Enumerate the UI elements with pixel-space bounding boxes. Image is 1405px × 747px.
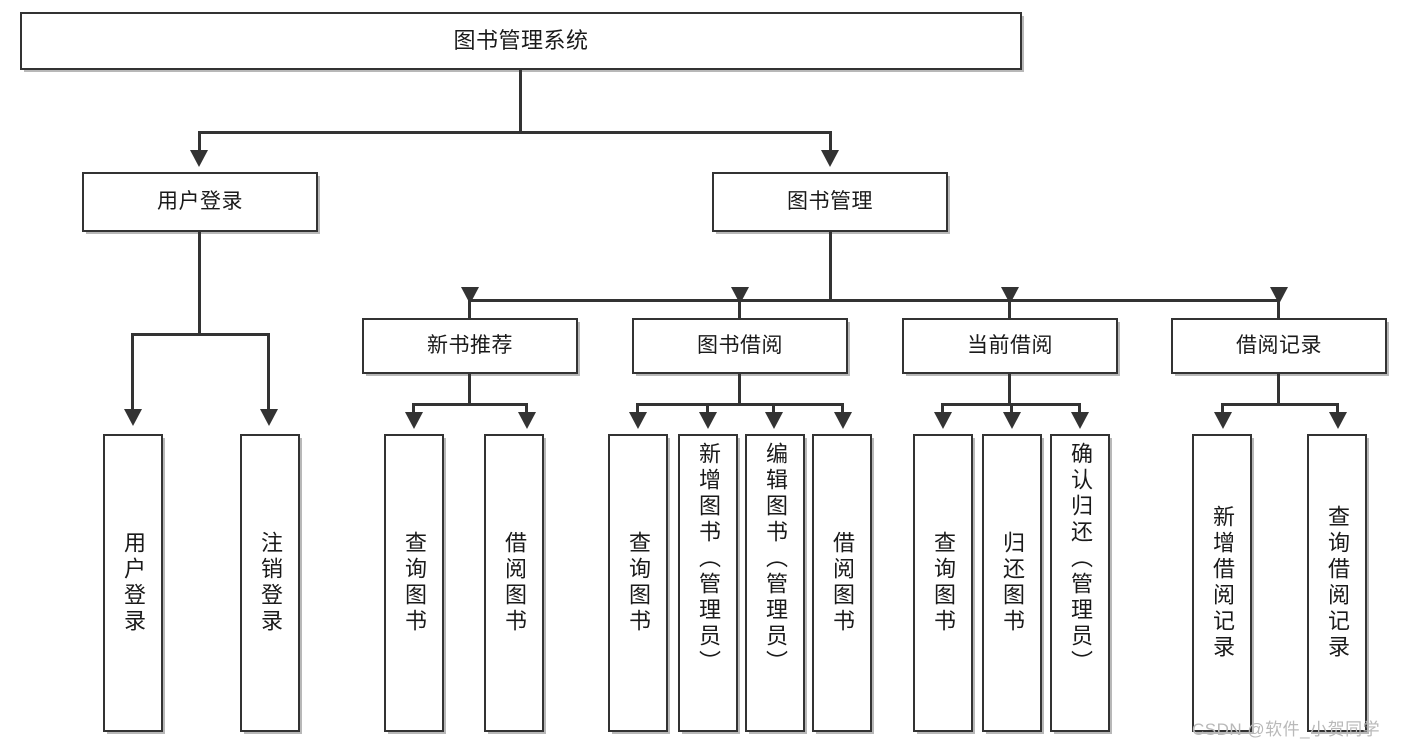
connector-nbr-to-leaf-2 — [525, 403, 528, 415]
arrowhead-book-management — [821, 150, 839, 167]
connector-bb-stem — [738, 374, 741, 405]
connector-bb-to-leaf-1 — [636, 403, 639, 415]
connector-bm-to-book-borrow — [738, 299, 741, 319]
node-label: 新增借阅记录 — [1210, 505, 1235, 661]
connector-br-to-leaf-1 — [1221, 403, 1224, 415]
node-user-login[interactable]: 用户登录 — [82, 172, 318, 232]
arrowhead-leaf-query-book-3 — [934, 412, 952, 429]
node-leaf-user-login[interactable]: 用户登录 — [103, 434, 163, 732]
node-label: 归还图书 — [1000, 531, 1025, 635]
connector-bb-bus — [636, 403, 844, 406]
node-label: 确认归还（管理员） — [1068, 442, 1093, 676]
node-label: 查询图书 — [931, 531, 956, 635]
connector-user-login-bus — [131, 333, 270, 336]
node-leaf-add-record[interactable]: 新增借阅记录 — [1192, 434, 1252, 732]
connector-root-stem — [519, 70, 522, 133]
node-label: 当前借阅 — [967, 333, 1053, 357]
arrowhead-leaf-edit-book — [765, 412, 783, 429]
connector-bm-to-new-book-recommend — [468, 299, 471, 319]
node-leaf-borrow-book-2[interactable]: 借阅图书 — [812, 434, 872, 732]
node-label: 图书管理 — [787, 189, 873, 213]
arrowhead-leaf-query-record — [1329, 412, 1347, 429]
connector-br-stem — [1277, 374, 1280, 405]
node-book-management[interactable]: 图书管理 — [712, 172, 948, 232]
connector-cb-to-leaf-3 — [1078, 403, 1081, 415]
node-label: 新增图书（管理员） — [696, 442, 721, 676]
node-label: 注销登录 — [258, 531, 283, 635]
arrowhead-leaf-confirm-return — [1071, 412, 1089, 429]
node-label: 编辑图书（管理员） — [763, 442, 788, 676]
arrowhead-leaf-query-book-1 — [405, 412, 423, 429]
arrowhead-leaf-logout-login — [260, 409, 278, 426]
node-leaf-add-book[interactable]: 新增图书（管理员） — [678, 434, 738, 732]
node-label: 图书管理系统 — [453, 28, 589, 54]
node-leaf-query-book-2[interactable]: 查询图书 — [608, 434, 668, 732]
arrowhead-leaf-borrow-book-2 — [834, 412, 852, 429]
node-leaf-logout-login[interactable]: 注销登录 — [240, 434, 300, 732]
node-borrow-record[interactable]: 借阅记录 — [1171, 318, 1387, 374]
node-label: 查询借阅记录 — [1325, 505, 1350, 661]
connector-cb-to-leaf-2 — [1010, 403, 1013, 415]
node-current-borrow[interactable]: 当前借阅 — [902, 318, 1118, 374]
node-leaf-query-book-3[interactable]: 查询图书 — [913, 434, 973, 732]
connector-root-to-user-login — [198, 131, 201, 153]
arrowhead-user-login — [190, 150, 208, 167]
connector-nbr-bus — [412, 403, 528, 406]
connector-br-to-leaf-2 — [1336, 403, 1339, 415]
node-leaf-return-book[interactable]: 归还图书 — [982, 434, 1042, 732]
connector-user-login-to-leaf-1 — [131, 333, 134, 411]
node-label: 借阅记录 — [1236, 333, 1322, 357]
arrowhead-leaf-add-book — [699, 412, 717, 429]
connector-cb-stem — [1008, 374, 1011, 405]
node-leaf-borrow-book-1[interactable]: 借阅图书 — [484, 434, 544, 732]
connector-user-login-to-leaf-2 — [267, 333, 270, 411]
node-book-borrow[interactable]: 图书借阅 — [632, 318, 848, 374]
arrowhead-leaf-return-book — [1003, 412, 1021, 429]
arrowhead-borrow-record — [1270, 287, 1288, 304]
connector-root-to-book-management — [829, 131, 832, 153]
connector-bm-to-borrow-record — [1277, 299, 1280, 319]
arrowhead-new-book-recommend — [461, 287, 479, 304]
connector-br-bus — [1221, 403, 1339, 406]
arrowhead-current-borrow — [1001, 287, 1019, 304]
node-leaf-edit-book[interactable]: 编辑图书（管理员） — [745, 434, 805, 732]
watermark-csdn: CSDN @软件_小贺同学 — [1192, 720, 1381, 739]
arrowhead-leaf-borrow-book-1 — [518, 412, 536, 429]
node-leaf-confirm-return[interactable]: 确认归还（管理员） — [1050, 434, 1110, 732]
connector-nbr-to-leaf-1 — [412, 403, 415, 415]
node-label: 新书推荐 — [427, 333, 513, 357]
node-leaf-query-book-1[interactable]: 查询图书 — [384, 434, 444, 732]
arrowhead-book-borrow — [731, 287, 749, 304]
connector-user-login-stem — [198, 232, 201, 336]
connector-bb-to-leaf-3 — [772, 403, 775, 415]
arrowhead-leaf-user-login — [124, 409, 142, 426]
connector-nbr-stem — [468, 374, 471, 405]
node-root-book-management-system[interactable]: 图书管理系统 — [20, 12, 1022, 70]
node-label: 用户登录 — [121, 531, 146, 635]
node-label: 查询图书 — [402, 531, 427, 635]
arrowhead-leaf-add-record — [1214, 412, 1232, 429]
arrowhead-leaf-query-book-2 — [629, 412, 647, 429]
connector-bm-to-current-borrow — [1008, 299, 1011, 319]
node-label: 借阅图书 — [502, 531, 527, 635]
connector-root-bus — [198, 131, 832, 134]
node-label: 图书借阅 — [697, 333, 783, 357]
connector-book-management-bus — [468, 299, 1280, 302]
connector-bb-to-leaf-4 — [841, 403, 844, 415]
node-label: 查询图书 — [626, 531, 651, 635]
node-label: 借阅图书 — [830, 531, 855, 635]
node-new-book-recommend[interactable]: 新书推荐 — [362, 318, 578, 374]
connector-book-management-stem — [829, 232, 832, 301]
node-label: 用户登录 — [157, 189, 243, 213]
connector-cb-to-leaf-1 — [941, 403, 944, 415]
connector-bb-to-leaf-2 — [706, 403, 709, 415]
node-leaf-query-record[interactable]: 查询借阅记录 — [1307, 434, 1367, 732]
